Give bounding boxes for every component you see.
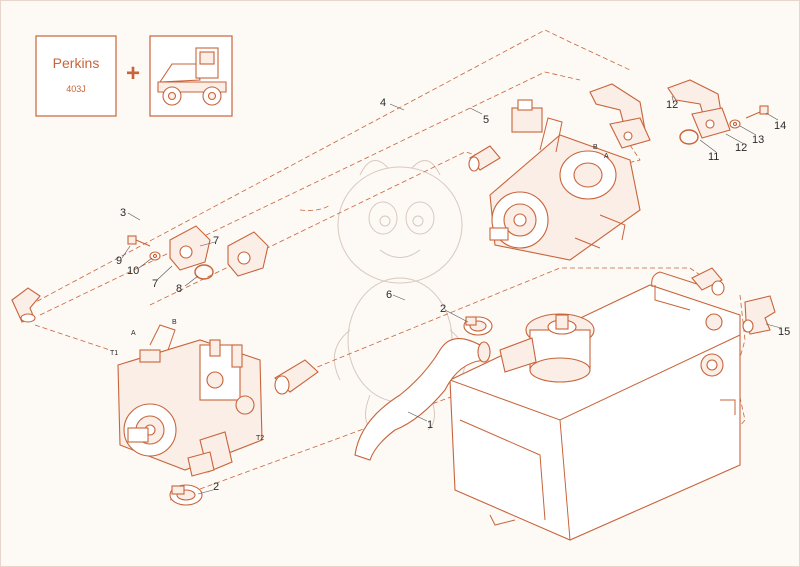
suction-hose bbox=[354, 338, 491, 461]
port-t2: T2 bbox=[256, 435, 264, 442]
hose-route-4 bbox=[29, 29, 631, 306]
callout-2-lower: 2 bbox=[213, 481, 219, 493]
callout-12-bottom: 12 bbox=[735, 142, 747, 154]
callout-1: 1 bbox=[427, 419, 433, 431]
straight-fitting-top bbox=[468, 145, 501, 172]
flange-7-right bbox=[227, 231, 269, 277]
callout-7-upper: 7 bbox=[213, 235, 219, 247]
washer-13 bbox=[729, 119, 741, 129]
callout-14: 14 bbox=[774, 120, 786, 132]
o-ring-8 bbox=[194, 264, 214, 280]
callout-5: 5 bbox=[483, 114, 489, 126]
callout-13: 13 bbox=[752, 134, 764, 146]
callout-15: 15 bbox=[778, 326, 790, 338]
callout-3: 3 bbox=[120, 207, 126, 219]
hose-route-5 bbox=[39, 71, 581, 316]
hose-clamp-lower bbox=[169, 484, 203, 506]
hose-route-b bbox=[619, 144, 641, 166]
hose-route-mid bbox=[299, 204, 331, 211]
engine-model: 403J bbox=[66, 84, 86, 94]
dumper-vehicle-box bbox=[149, 35, 233, 117]
elbow-fitting-12-left bbox=[589, 83, 651, 149]
port-a-lower: A bbox=[131, 330, 136, 337]
engine-label-box: Perkins 403J bbox=[35, 35, 117, 117]
plus-sign: + bbox=[126, 60, 140, 87]
elbow-fitting-left bbox=[11, 287, 41, 323]
bolt-14 bbox=[745, 105, 769, 119]
callout-7-lower: 7 bbox=[152, 278, 158, 290]
bolt-9 bbox=[127, 235, 151, 247]
hydraulic-pump-lower bbox=[117, 324, 263, 477]
callout-leaders bbox=[121, 95, 782, 495]
port-labels: A B A B T1 T2 bbox=[110, 144, 609, 442]
engine-brand: Perkins bbox=[53, 55, 100, 71]
callout-2-upper: 2 bbox=[440, 303, 446, 315]
hydraulic-pump-upper bbox=[489, 99, 641, 261]
hose-route-3-lower bbox=[34, 324, 111, 351]
hose-clamp-upper bbox=[463, 316, 493, 336]
tee-fitting-15 bbox=[742, 295, 776, 335]
port-t1: T1 bbox=[110, 350, 118, 357]
port-b-lower: B bbox=[172, 319, 177, 326]
callout-4: 4 bbox=[380, 97, 386, 109]
hose-route-3-upper bbox=[149, 151, 491, 306]
site-dumper-icon bbox=[157, 47, 227, 106]
callout-9: 9 bbox=[116, 255, 122, 267]
straight-fitting-tank bbox=[691, 267, 725, 296]
suction-filter bbox=[499, 313, 595, 383]
callout-12-top: 12 bbox=[666, 99, 678, 111]
straight-fitting-mid bbox=[274, 359, 319, 395]
callout-6: 6 bbox=[386, 289, 392, 301]
callout-10: 10 bbox=[127, 265, 139, 277]
port-a-upper: A bbox=[604, 153, 609, 160]
flange-7-left bbox=[169, 225, 211, 271]
port-b-upper: B bbox=[593, 144, 598, 151]
hydraulic-tank bbox=[449, 271, 741, 541]
callout-labels: 1 2 2 3 4 5 6 7 7 8 9 10 11 12 12 13 14 … bbox=[116, 97, 790, 493]
elbow-fitting-12-right bbox=[667, 79, 731, 139]
watermark-mascot-icon bbox=[333, 160, 467, 431]
callout-8: 8 bbox=[176, 283, 182, 295]
o-ring-11 bbox=[679, 129, 699, 145]
washer-10 bbox=[149, 251, 161, 261]
callout-11: 11 bbox=[708, 151, 719, 163]
